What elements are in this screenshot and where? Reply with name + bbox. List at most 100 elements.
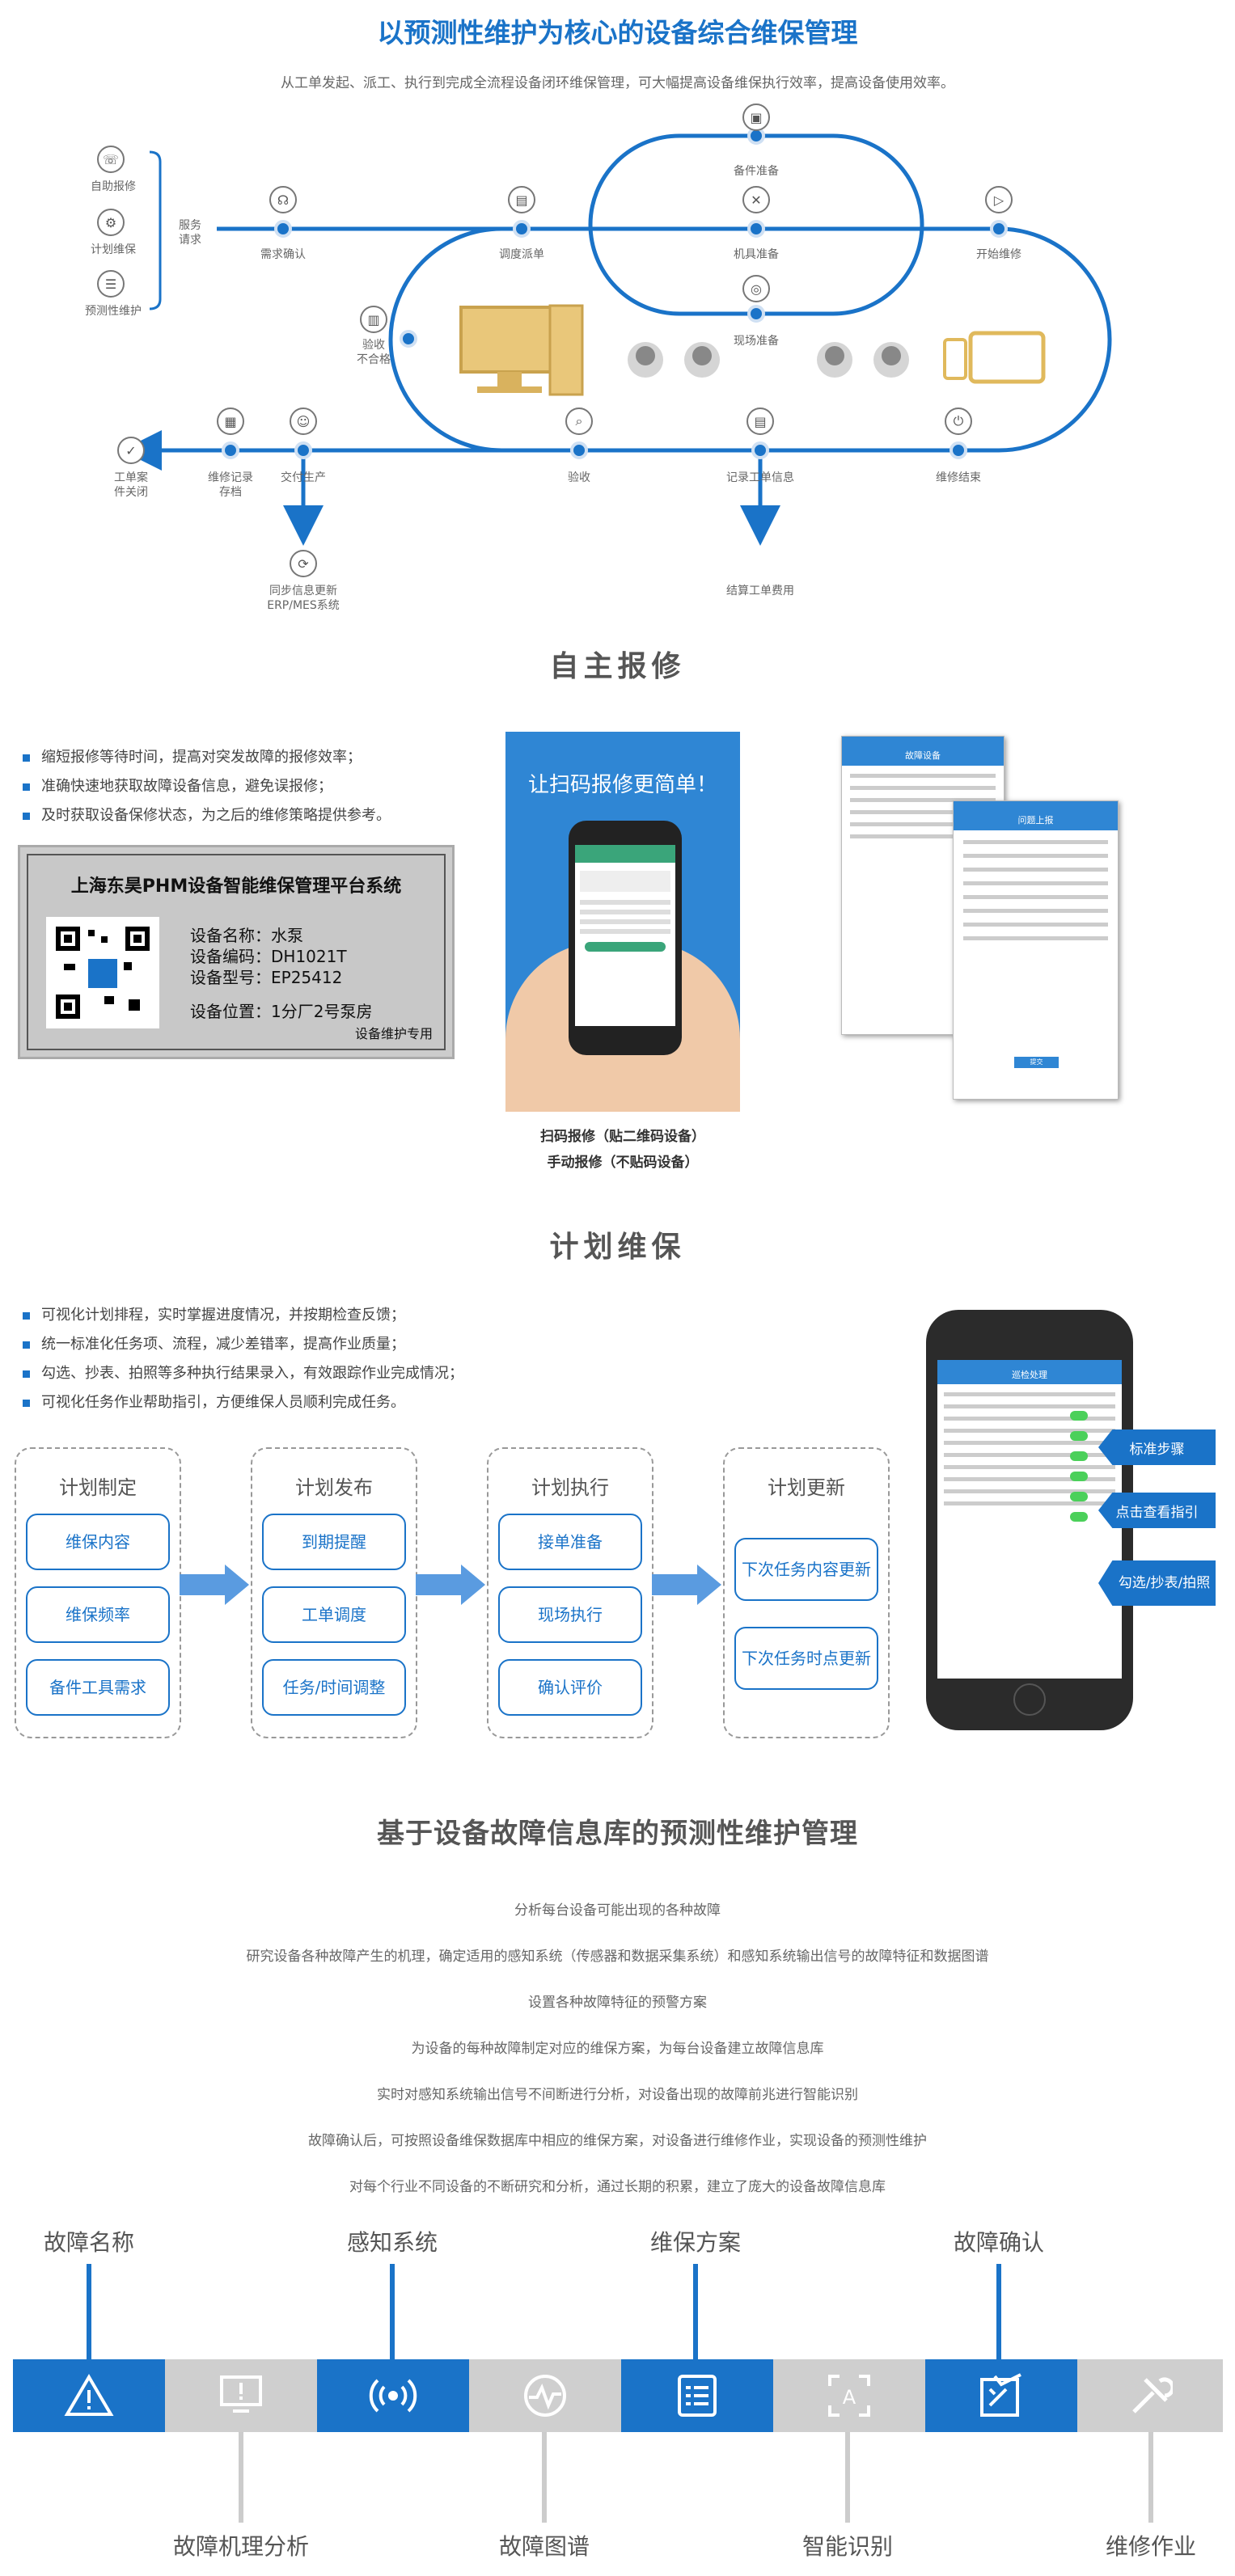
monitor-alert-icon [165, 2359, 317, 2432]
source-self-repair: 自助报修 [91, 180, 136, 193]
plan-item[interactable]: 工单调度 [262, 1586, 406, 1643]
connector [542, 2432, 547, 2523]
plan-item[interactable]: 下次任务时点更新 [734, 1627, 878, 1690]
label-inspect: 验收 [568, 471, 590, 484]
plan-column-update: 计划更新 下次任务内容更新 下次任务时点更新 [723, 1447, 890, 1738]
top-label-sensing: 感知系统 [346, 2229, 438, 2256]
plan-column-publish: 计划发布 到期提醒 工单调度 任务/时间调整 [251, 1447, 417, 1738]
label-sync: 同步信息更新 ERP/MES系统 [267, 585, 340, 612]
top-label-confirm: 故障确认 [953, 2229, 1044, 2256]
connector [845, 2432, 850, 2523]
home-button[interactable] [1013, 1683, 1046, 1716]
issue-report-screen: 问题上报 提交 [953, 800, 1119, 1100]
source-plan: 计划维保 [91, 243, 136, 256]
node-demand-confirm [274, 220, 292, 238]
toggle-on[interactable] [1070, 1431, 1088, 1441]
column-title: 计划更新 [768, 1476, 845, 1499]
phone-screen-title: 巡检处理 [937, 1360, 1122, 1384]
toggle-on[interactable] [1070, 1512, 1088, 1522]
scan-poster: 让扫码报修更简单！ [505, 732, 740, 1112]
self-repair-bullet: 及时获取设备保修状态，为之后的维修策略提供参考。 [23, 804, 391, 825]
node-end [950, 441, 967, 459]
plan-item[interactable]: 接单准备 [498, 1514, 642, 1570]
bottom-label-mechanism: 故障机理分析 [172, 2533, 309, 2560]
bottom-label-recognition: 智能识别 [801, 2533, 893, 2560]
plan-item[interactable]: 下次任务内容更新 [734, 1538, 878, 1601]
node-record [751, 441, 769, 459]
column-title: 计划执行 [531, 1476, 609, 1499]
plan-item[interactable]: 到期提醒 [262, 1514, 406, 1570]
submit-button[interactable]: 提交 [1014, 1057, 1059, 1068]
label-start: 开始维修 [976, 248, 1021, 261]
bottom-label-repair: 维修作业 [1105, 2533, 1196, 2560]
self-repair-title: 自主报修 [549, 650, 686, 683]
plan-item[interactable]: 确认评价 [498, 1659, 642, 1716]
check-box-icon [925, 2359, 1077, 2432]
waveform-icon [469, 2359, 621, 2432]
node-start [990, 220, 1008, 238]
dispatch-icon: ▤ [508, 186, 535, 213]
service-request-label: 服务 请求 [179, 219, 201, 247]
plan-bullet: 可视化任务作业帮助指引，方便维保人员顺利完成任务。 [23, 1391, 405, 1412]
plan-icon: ⚙ [97, 209, 125, 236]
toggle-on[interactable] [1070, 1411, 1088, 1421]
plan-item[interactable]: 备件工具需求 [26, 1659, 170, 1716]
tools-icon [1077, 2359, 1223, 2432]
plan-item[interactable]: 现场执行 [498, 1586, 642, 1643]
search-icon: ⌕ [565, 408, 593, 435]
list-icon [621, 2359, 773, 2432]
label-device-location: 设备位置：1分厂2号泵房 [190, 1002, 373, 1021]
label-end: 维修结束 [936, 471, 981, 484]
caption-scan: 扫码报修（贴二维码设备） [540, 1129, 705, 1145]
plan-item[interactable]: 维保频率 [26, 1586, 170, 1643]
node-inspect [570, 441, 588, 459]
self-repair-bullet: 准确快速地获取故障设备信息，避免误报修； [23, 775, 332, 796]
connector [239, 2432, 243, 2523]
predict-line: 分析每台设备可能出现的各种故障 [514, 1902, 721, 1919]
arrow-right-icon [416, 1565, 485, 1605]
arrow-right-icon [652, 1565, 721, 1605]
wrench-icon: ✕ [742, 186, 770, 213]
qr-code [46, 917, 159, 1028]
signal-icon [317, 2359, 469, 2432]
label-demand-confirm: 需求确认 [260, 248, 306, 261]
toggle-on[interactable] [1070, 1472, 1088, 1481]
phone-icon: ☏ [97, 146, 125, 173]
predict-line: 对每个行业不同设备的不断研究和分析，通过长期的积累，建立了庞大的设备故障信息库 [349, 2179, 886, 2195]
node-tools [747, 220, 765, 238]
column-title: 计划发布 [295, 1476, 373, 1499]
arrow-right-icon [180, 1565, 249, 1605]
predict-line: 实时对感知系统输出信号不间断进行分析，对设备出现的故障前兆进行智能识别 [377, 2087, 858, 2103]
node-deliver [294, 441, 312, 459]
toggle-on[interactable] [1070, 1451, 1088, 1461]
power-icon: ⏻ [945, 408, 972, 435]
top-label-plan: 维保方案 [649, 2229, 741, 2256]
label-archive: 维修记录 存档 [208, 471, 253, 499]
headset-icon: ☊ [269, 186, 297, 213]
screen1-title: 故障设备 [842, 737, 1004, 766]
toggle-on[interactable] [1070, 1492, 1088, 1501]
node-dispatch [513, 220, 531, 238]
caption-manual: 手动报修（不贴码设备） [547, 1155, 699, 1171]
label-parts: 备件准备 [734, 165, 779, 178]
phone-mockup [569, 821, 682, 1055]
plan-bullet: 统一标准化任务项、流程，减少差错率，提高作业质量； [23, 1332, 405, 1353]
column-title: 计划制定 [59, 1476, 137, 1499]
plan-item[interactable]: 任务/时间调整 [262, 1659, 406, 1716]
user-icon: ☺ [290, 408, 317, 435]
predict-line: 故障确认后，可按照设备维保数据库中相应的维保方案，对设备进行维修作业，实现设备的… [308, 2133, 927, 2149]
poster-text: 让扫码报修更简单！ [527, 773, 717, 797]
page-title: 以预测性维护为核心的设备综合维保管理 [377, 17, 858, 49]
page-subtitle: 从工单发起、派工、执行到完成全流程设备闭环维保管理，可大幅提高设备维保执行效率，… [281, 75, 954, 91]
plan-item[interactable]: 维保内容 [26, 1514, 170, 1570]
node-archive [222, 441, 239, 459]
plan-bullet: 勾选、抄表、拍照等多种执行结果录入，有效跟踪作业完成情况； [23, 1362, 463, 1383]
label-settle: 结算工单费用 [726, 585, 794, 598]
predict-line: 研究设备各种故障产生的机理，确定适用的感知系统（传感器和数据采集系统）和感知系统… [246, 1949, 989, 1965]
predict-line: 设置各种故障特征的预警方案 [528, 1995, 707, 2011]
predict-title: 基于设备故障信息库的预测性维护管理 [377, 1818, 858, 1850]
label-record: 记录工单信息 [726, 471, 794, 484]
ai-scan-icon: A [773, 2359, 925, 2432]
play-icon: ▷ [985, 186, 1013, 213]
svg-text:A: A [843, 2386, 856, 2409]
